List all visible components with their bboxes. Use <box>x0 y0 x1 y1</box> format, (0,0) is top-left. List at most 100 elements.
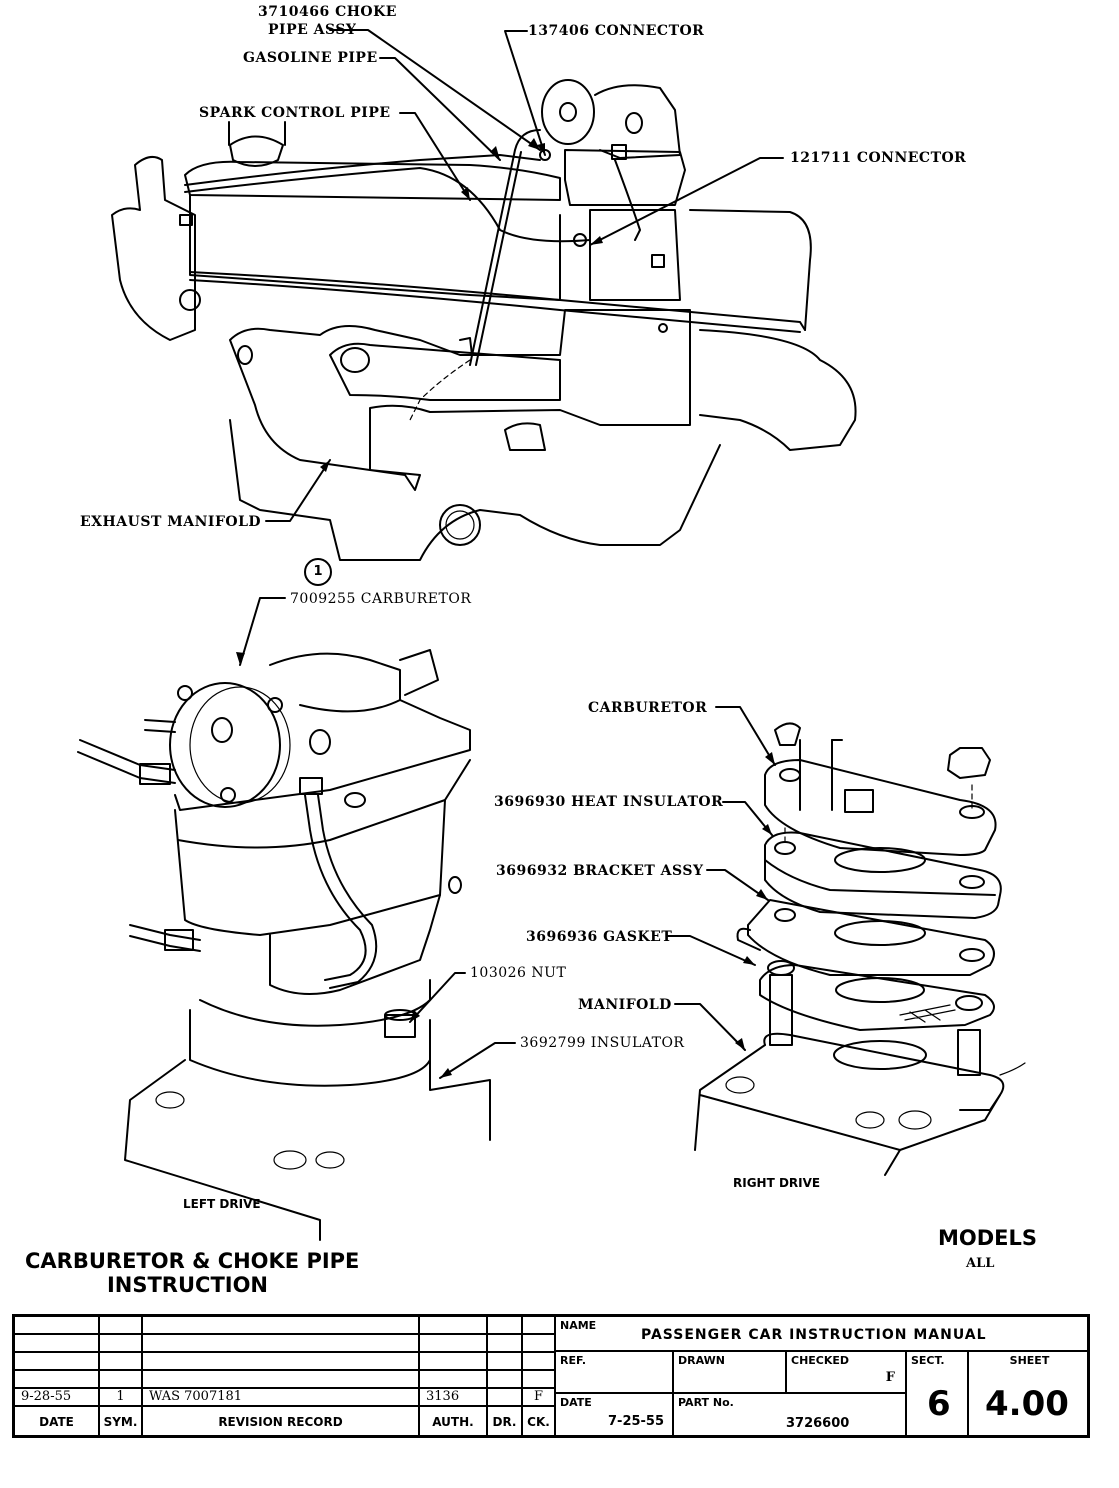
revision-cell-sym <box>100 1335 143 1353</box>
stud-nut <box>767 960 795 976</box>
drawing-title-line1: CARBURETOR & CHOKE PIPE <box>25 1249 360 1273</box>
left-drive-carburetor <box>77 649 491 1241</box>
carb-boss <box>774 722 801 746</box>
carb-nut <box>651 254 665 268</box>
leader-gasoline-pipe <box>379 57 501 161</box>
leader-137406 <box>504 30 546 156</box>
manifold-bore <box>833 1040 927 1070</box>
revision-header-sym: SYM. <box>100 1407 143 1438</box>
fuel-inlet <box>399 649 439 696</box>
revision-header-auth: AUTH. <box>420 1407 488 1438</box>
choke-pipe-2 <box>475 151 522 366</box>
ref-cell: REF. <box>556 1352 674 1394</box>
manifold-pipe <box>999 1062 1026 1076</box>
leader-lines-top <box>265 29 784 522</box>
air-horn <box>269 652 401 713</box>
carb-nut <box>844 789 874 813</box>
carburetor-top-view <box>541 79 686 301</box>
valve-cover <box>184 160 561 201</box>
label-3696932-bracket-assy: 3696932 BRACKET ASSY <box>496 863 704 879</box>
label-103026-nut: 103026 NUT <box>470 965 567 981</box>
manifold <box>763 1032 1005 1111</box>
label-3696930-heat-insulator: 3696930 HEAT INSULATOR <box>494 794 724 810</box>
leader-insulator <box>439 1042 516 1079</box>
heat-insulator <box>764 831 1002 919</box>
revision-cell-dr <box>488 1371 523 1389</box>
name-cell: NAME PASSENGER CAR INSTRUCTION MANUAL <box>556 1317 1090 1352</box>
callout-number-badge: 1 <box>304 558 332 586</box>
fitting <box>611 144 627 160</box>
leader-exhaust-manifold <box>265 459 331 522</box>
revision-cell-auth: 3136 <box>420 1389 488 1407</box>
bolt <box>179 289 201 311</box>
vent-tube <box>144 719 176 733</box>
port <box>155 1091 185 1109</box>
leader-carburetor-7009255 <box>239 597 286 666</box>
heat-insulator-bore <box>834 847 926 873</box>
choke-screw <box>211 717 233 743</box>
leader-121711 <box>589 157 784 246</box>
carb-base <box>589 209 681 301</box>
revision-cell-record: WAS 7007181 <box>143 1389 420 1407</box>
name-label: NAME <box>560 1319 597 1332</box>
heat-riser-hidden <box>409 359 471 421</box>
date-label: DATE <box>560 1396 592 1409</box>
nut-hex <box>947 747 991 779</box>
oil-filler-cap <box>229 135 284 167</box>
revision-cell-dr <box>488 1317 523 1335</box>
insulator <box>189 1009 431 1087</box>
label-7009255-carburetor: 7009255 CARBURETOR <box>290 591 472 607</box>
arrowhead <box>762 824 772 835</box>
revision-cell-dr <box>488 1353 523 1371</box>
arrowhead <box>440 1068 452 1078</box>
section-value: 6 <box>927 1384 951 1424</box>
label-choke-pipe-assy-line1: 3710466 CHOKE <box>258 4 397 20</box>
drawn-cell: DRAWN <box>674 1352 787 1394</box>
revision-cell-date <box>15 1371 100 1389</box>
leader-lines-left <box>236 597 516 1079</box>
sheet-label: SHEET <box>1009 1354 1050 1367</box>
revision-cell-sym <box>100 1353 143 1371</box>
block-lower <box>229 419 721 561</box>
date-value: 7-25-55 <box>608 1414 665 1429</box>
leader-gasket <box>666 935 756 966</box>
engine-top-view <box>111 79 857 561</box>
revision-cell-ck <box>523 1353 556 1371</box>
drawing-title-line2: INSTRUCTION <box>106 1273 269 1297</box>
choke-screw <box>559 102 577 122</box>
part-number-value: 3726600 <box>786 1416 850 1431</box>
head-edge-2 <box>189 279 801 333</box>
pipe-connector <box>309 729 331 755</box>
right-drive-exploded-view <box>694 722 1026 1176</box>
part-number-cell: PART No. 3726600 <box>674 1394 907 1438</box>
port <box>725 1076 755 1094</box>
revision-cell-ck: F <box>523 1389 556 1407</box>
bracket-hole <box>959 948 985 962</box>
revision-header-date: DATE <box>15 1407 100 1438</box>
label-137406-connector: 137406 CONNECTOR <box>528 23 705 39</box>
choke-pipe <box>304 794 367 981</box>
label-spark-control-pipe: SPARK CONTROL PIPE <box>199 105 391 121</box>
caption-left-drive: LEFT DRIVE <box>183 1197 261 1211</box>
gasket <box>759 964 995 1031</box>
arrowhead <box>461 187 470 200</box>
revision-cell-dr <box>488 1389 523 1407</box>
bowl-band <box>177 799 446 849</box>
date-cell: DATE 7-25-55 <box>556 1394 674 1438</box>
leader-lines-right <box>666 706 776 1051</box>
drawn-label: DRAWN <box>678 1354 725 1367</box>
label-3692799-insulator: 3692799 INSULATOR <box>520 1035 685 1051</box>
insulator-hole <box>774 841 796 855</box>
cylinder-head-body <box>189 194 561 301</box>
bracket-bore <box>834 920 926 946</box>
manifold-base-right <box>429 1059 491 1141</box>
label-manifold: MANIFOLD <box>578 997 672 1013</box>
arrowhead <box>320 460 330 472</box>
revision-cell-auth <box>420 1335 488 1353</box>
fuel-fitting <box>139 763 171 785</box>
fuel-line-lower <box>129 924 201 941</box>
fuel-line-upper <box>79 739 176 771</box>
bowl-cover <box>174 699 471 811</box>
exhaust-manifold-body <box>229 309 691 491</box>
